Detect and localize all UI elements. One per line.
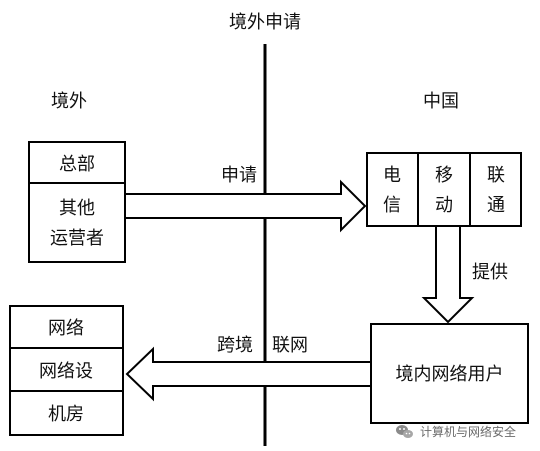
overseas-network-box: 网络 网络设 机房: [9, 305, 124, 436]
provide-arrow-label: 提供: [472, 262, 508, 283]
region-china-label: 中国: [423, 91, 459, 112]
carrier-telecom-char2: 信: [383, 195, 401, 216]
region-overseas-label: 境外: [51, 91, 87, 112]
domestic-users-box-frame: [370, 323, 529, 424]
top-title: 境外申请: [229, 12, 301, 33]
cross-border-label-part2: 联网: [272, 335, 308, 356]
watermark: 计算机与网络安全: [396, 424, 516, 439]
provide-arrow: [421, 225, 475, 324]
carrier-unicom-char2: 通: [487, 195, 505, 216]
overseas-operator-box: 总部 其他 运营者: [28, 141, 126, 263]
server-room-label: 机房: [48, 404, 84, 425]
carrier-unicom-char1: 联: [487, 165, 505, 186]
wechat-logo-icon: [396, 425, 413, 438]
china-carriers-box: 电 信 移 动 联 通: [366, 152, 522, 227]
network-equipment-label: 网络设: [39, 361, 93, 382]
other-operator-label-line1: 其他: [59, 198, 95, 219]
domestic-users-box: 境内网络用户: [370, 323, 529, 424]
overseas-network-box-frame: [9, 305, 124, 436]
other-operator-label-line2: 运营者: [50, 228, 104, 249]
network-label: 网络: [48, 318, 84, 339]
carrier-telecom-char1: 电: [383, 165, 401, 186]
hq-label: 总部: [59, 154, 95, 175]
domestic-users-label: 境内网络用户: [396, 364, 504, 385]
apply-arrow-label: 申请: [221, 165, 257, 186]
carrier-mobile-char1: 移: [435, 165, 453, 186]
watermark-text: 计算机与网络安全: [420, 424, 516, 439]
cross-border-arrow: [125, 346, 372, 402]
apply-arrow: [124, 179, 367, 233]
china-carriers-box-frame: [366, 152, 522, 227]
cross-border-label-part1: 跨境: [217, 335, 253, 356]
carrier-mobile-char2: 动: [435, 195, 453, 216]
